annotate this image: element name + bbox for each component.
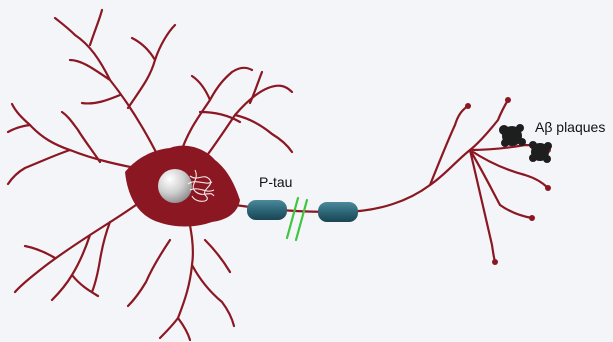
dendrite-top-left (55, 10, 175, 160)
plaque-2 (529, 141, 552, 163)
axon-terminals (430, 100, 548, 262)
myelin-sheath-1 (247, 200, 287, 220)
dendrite-left (8, 104, 145, 184)
plaque-1 (499, 124, 526, 147)
myelin-sheath-2 (318, 202, 358, 222)
axon-break-mark (287, 198, 307, 240)
abeta-plaques-label: Aβ plaques (535, 119, 605, 135)
ptau-label: P-tau (259, 174, 292, 190)
dendrite-upper-right (200, 72, 292, 165)
nucleus (158, 169, 192, 203)
dendrite-lower-left (15, 195, 150, 300)
